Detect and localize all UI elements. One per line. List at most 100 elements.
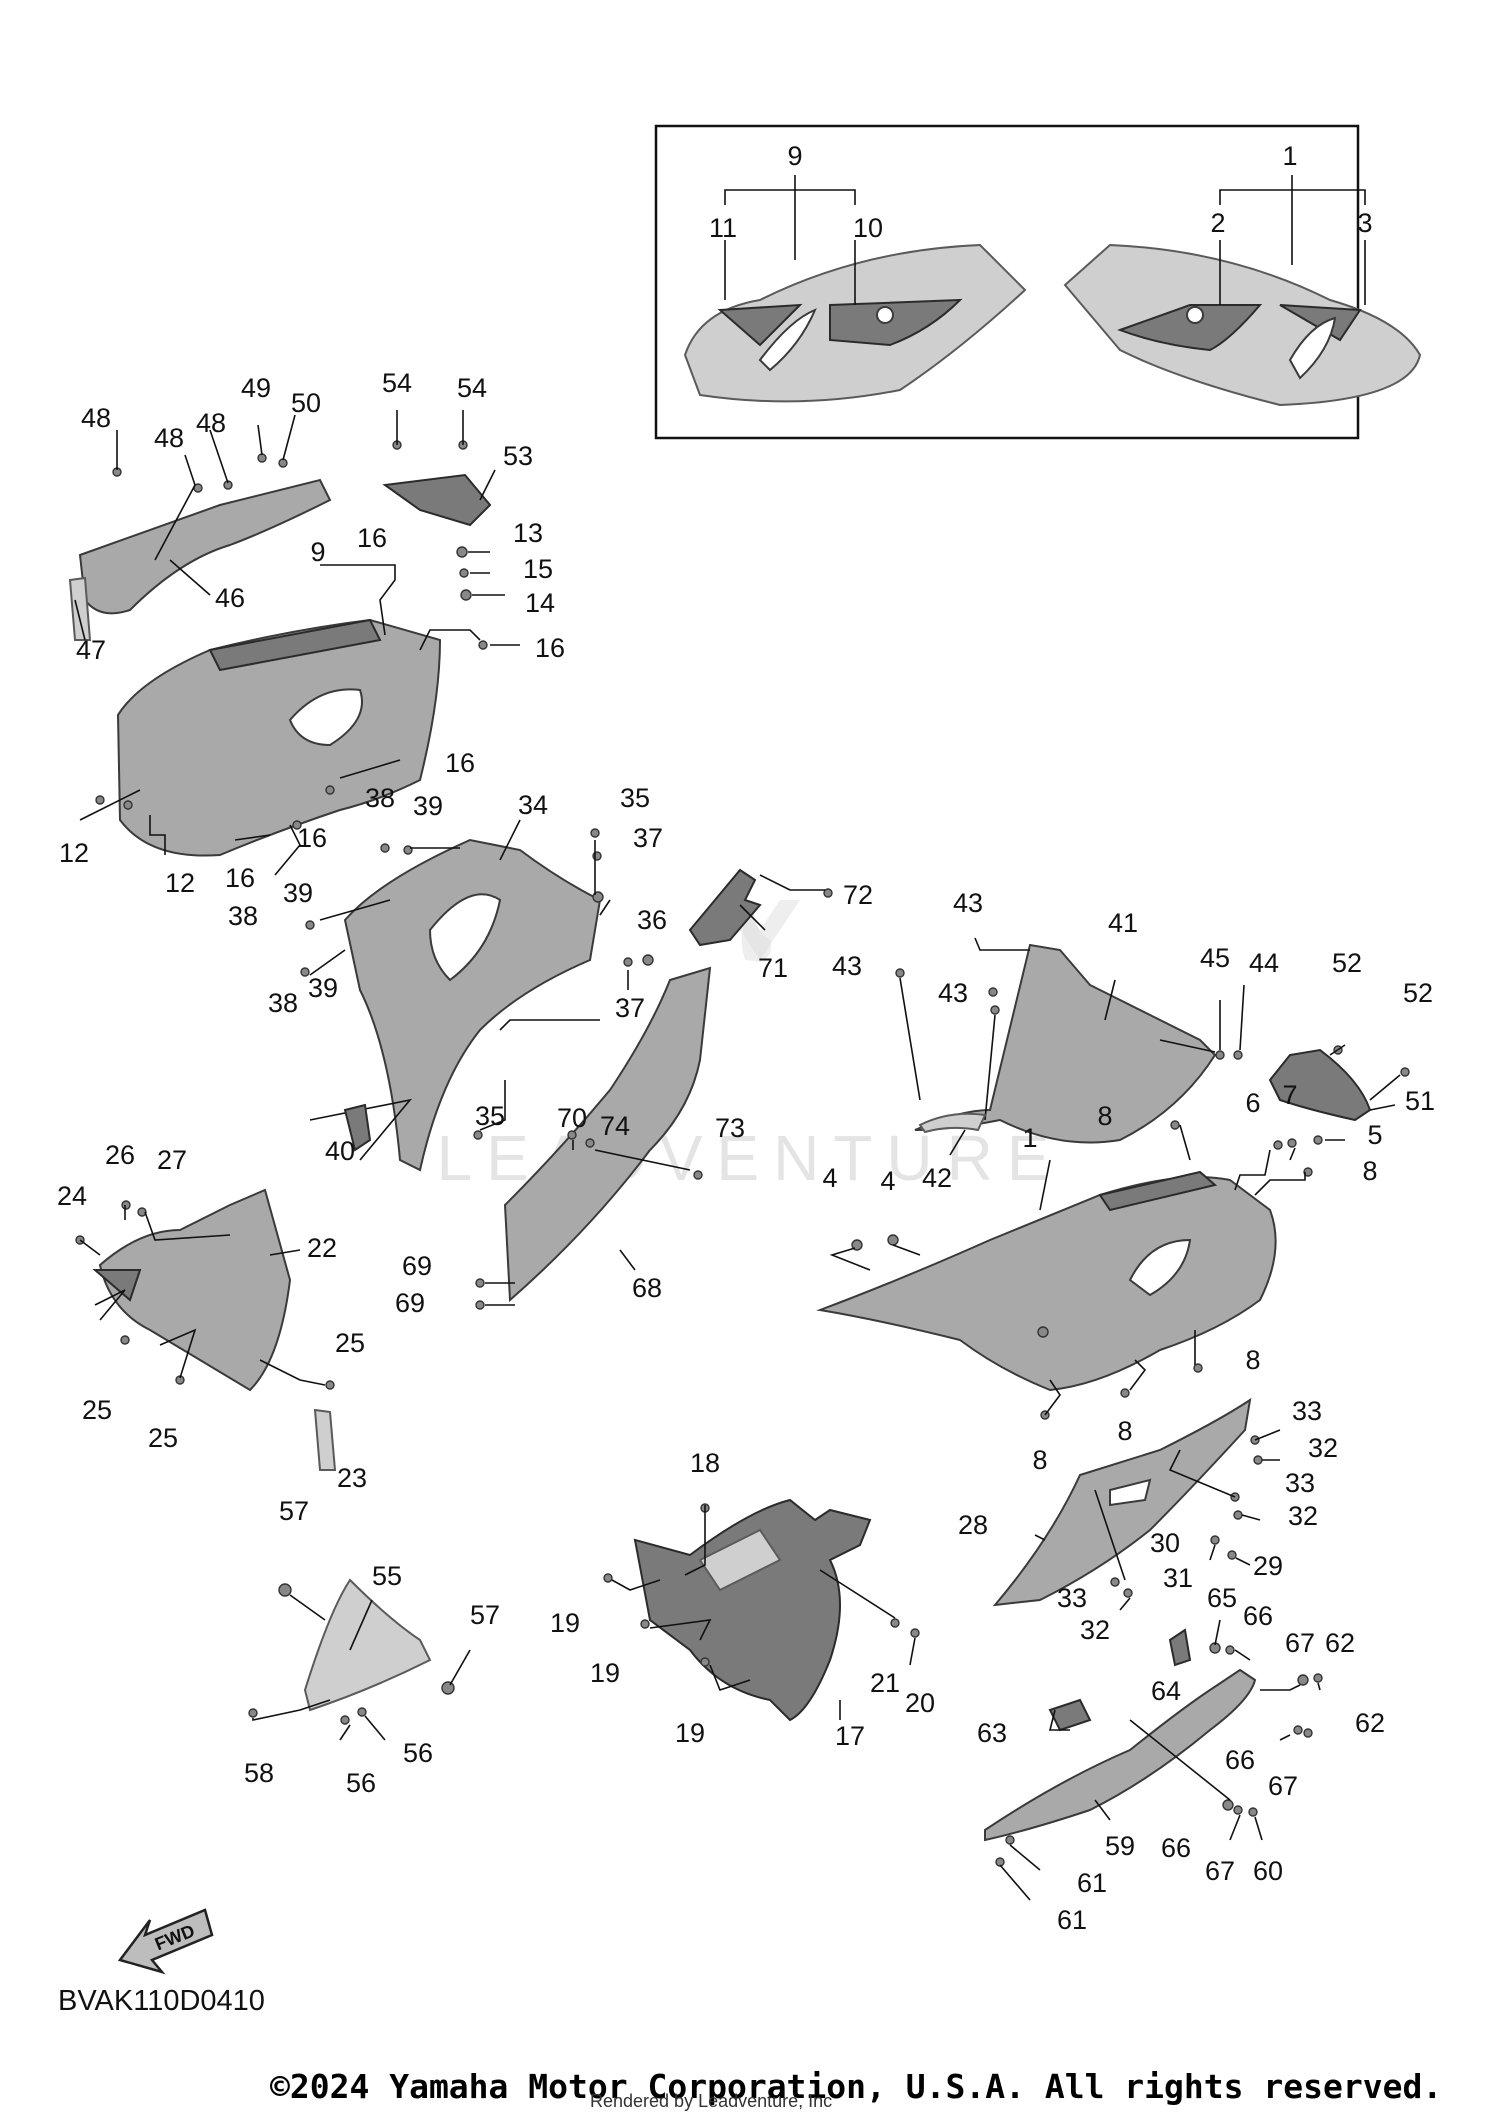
callout-6: 6 [1245, 1088, 1260, 1118]
callout-16d: 16 [297, 823, 327, 853]
callout-56a: 56 [346, 1768, 376, 1798]
callout-62b: 62 [1355, 1708, 1385, 1738]
callout-28: 28 [958, 1510, 988, 1540]
fwd-arrow-icon: FWD [117, 1908, 214, 1975]
callout-63: 63 [977, 1718, 1007, 1748]
callout-19a: 19 [550, 1608, 580, 1638]
callout-18: 18 [690, 1448, 720, 1478]
callout-70: 70 [557, 1103, 587, 1133]
callout-30: 30 [1150, 1528, 1180, 1558]
callout-4a: 4 [822, 1163, 837, 1193]
callout-44: 44 [1249, 948, 1279, 978]
callout-20: 20 [905, 1688, 935, 1718]
callout-3-inset: 3 [1357, 208, 1372, 238]
part-59-side-panel: 65 66 64 67 62 62 66 67 63 59 66 67 60 6… [977, 1583, 1385, 1935]
callout-60: 60 [1253, 1856, 1283, 1886]
callout-56b: 56 [403, 1738, 433, 1768]
callout-67c: 67 [1205, 1856, 1235, 1886]
callout-52a: 52 [1332, 948, 1362, 978]
callout-34: 34 [518, 790, 548, 820]
callout-49: 49 [241, 373, 271, 403]
callout-39a: 39 [413, 791, 443, 821]
callout-50: 50 [291, 388, 321, 418]
callout-37b: 37 [615, 993, 645, 1023]
callout-8b: 8 [1362, 1156, 1377, 1186]
callout-41: 41 [1108, 908, 1138, 938]
callout-57a: 57 [279, 1496, 309, 1526]
callout-55: 55 [372, 1561, 402, 1591]
part-22-duct: 24 26 27 22 25 25 25 23 [57, 1140, 367, 1493]
part-51-cover: 52 52 51 [1268, 948, 1435, 1122]
callout-27: 27 [157, 1145, 187, 1175]
callout-37a: 37 [633, 823, 663, 853]
callout-69b: 69 [395, 1288, 425, 1318]
callout-43c: 43 [938, 978, 968, 1008]
callout-22: 22 [307, 1233, 337, 1263]
callout-64: 64 [1151, 1676, 1181, 1706]
part-34-inner-panel: 34 38 39 39 38 38 39 35 37 36 37 36 35 4… [228, 783, 690, 1172]
callout-2-inset: 2 [1210, 208, 1225, 238]
callout-68: 68 [632, 1273, 662, 1303]
callout-33c: 33 [1057, 1583, 1087, 1613]
callout-72: 72 [843, 880, 873, 910]
callout-24: 24 [57, 1181, 87, 1211]
callout-46: 46 [215, 583, 245, 613]
callout-16a: 16 [357, 523, 387, 553]
callout-8c: 8 [1245, 1345, 1260, 1375]
callout-12b: 12 [165, 868, 195, 898]
callout-10-inset: 10 [853, 213, 883, 243]
callout-13: 13 [513, 518, 543, 548]
callout-14: 14 [525, 588, 555, 618]
callout-17: 17 [835, 1721, 865, 1751]
callout-73: 73 [715, 1113, 745, 1143]
part-46-duct: 48 48 48 49 50 46 47 [68, 373, 332, 665]
callout-43a: 43 [953, 888, 983, 918]
inset-detail: 9 11 10 1 2 3 [654, 124, 1422, 440]
callout-35b: 35 [475, 1101, 505, 1131]
callout-59: 59 [1105, 1831, 1135, 1861]
callout-11-inset: 11 [709, 213, 737, 243]
callout-32c: 32 [1080, 1615, 1110, 1645]
callout-67b: 67 [1268, 1771, 1298, 1801]
callout-25b: 25 [82, 1395, 112, 1425]
callout-15: 15 [523, 554, 553, 584]
callout-4b: 4 [880, 1166, 895, 1196]
callout-39b: 39 [283, 878, 313, 908]
callout-32a: 32 [1308, 1433, 1338, 1463]
callout-19c: 19 [675, 1718, 705, 1748]
part-53-bracket: 54 54 53 [382, 368, 533, 527]
hardware-13-14-15: 13 15 14 [456, 518, 555, 618]
part-1-right-cowling: 1 4 4 8 6 7 5 8 8 8 8 [816, 1080, 1383, 1475]
callout-31: 31 [1163, 1563, 1193, 1593]
part-68-inner-cover: 70 74 73 69 69 68 [395, 966, 745, 1318]
callout-26: 26 [105, 1140, 135, 1170]
callout-51: 51 [1405, 1086, 1435, 1116]
callout-9: 9 [310, 537, 325, 567]
callout-5: 5 [1367, 1120, 1382, 1150]
callout-38c: 38 [268, 988, 298, 1018]
callout-8e: 8 [1032, 1445, 1047, 1475]
callout-33a: 33 [1292, 1396, 1322, 1426]
callout-66b: 66 [1225, 1745, 1255, 1775]
part-41-panel: 43 43 43 41 45 44 [832, 888, 1279, 1144]
callout-32b: 32 [1288, 1501, 1318, 1531]
part-28-lower-panel: 33 32 33 32 28 30 29 31 33 32 [958, 1396, 1338, 1645]
callout-38a: 38 [365, 783, 395, 813]
callout-39c: 39 [308, 973, 338, 1003]
callout-16c: 16 [445, 748, 475, 778]
callout-16e: 16 [225, 863, 255, 893]
callout-40: 40 [325, 1136, 355, 1166]
callout-61a: 61 [1077, 1868, 1107, 1898]
callout-69a: 69 [402, 1251, 432, 1281]
callout-66a: 66 [1243, 1601, 1273, 1631]
callout-67a: 67 [1285, 1628, 1315, 1658]
callout-8d: 8 [1117, 1416, 1132, 1446]
part-9-left-cowling: 9 16 16 16 16 16 12 12 [59, 523, 565, 898]
callout-54b: 54 [457, 373, 487, 403]
callout-23: 23 [337, 1463, 367, 1493]
callout-21: 21 [870, 1668, 900, 1698]
callout-16b: 16 [535, 633, 565, 663]
callout-74: 74 [600, 1111, 630, 1141]
part-55-cover: 57 55 57 58 56 56 [244, 1496, 500, 1798]
